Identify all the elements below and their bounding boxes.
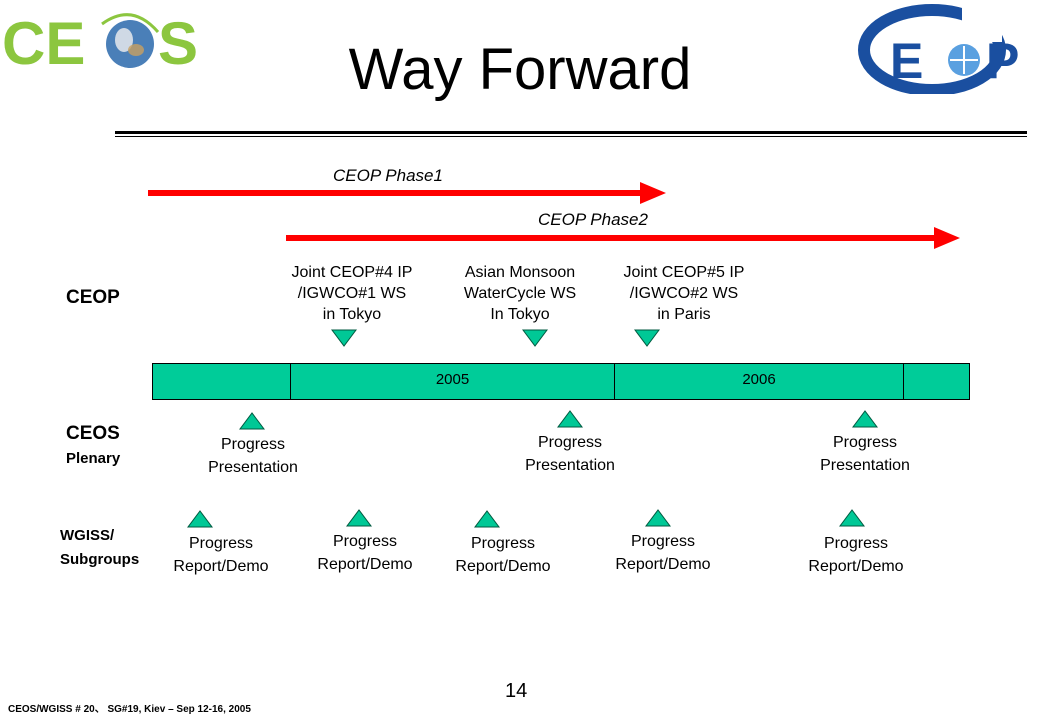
title-divider-thin bbox=[115, 136, 1027, 137]
event-line: in Tokyo bbox=[322, 306, 382, 323]
page-title: Way Forward bbox=[348, 37, 692, 102]
wgiss-item: Progress Report/Demo bbox=[583, 530, 743, 576]
wgiss-marker-up-icon bbox=[187, 510, 213, 528]
wgiss-item: Progress Report/Demo bbox=[285, 530, 445, 576]
plenary-marker-up-icon bbox=[239, 412, 265, 430]
plenary-item: Progress Presentation bbox=[785, 431, 945, 477]
event-marker-down-icon bbox=[522, 329, 548, 347]
event-line: /IGWCO#2 WS bbox=[629, 285, 739, 302]
ceos-logo: CE S bbox=[2, 2, 202, 82]
plenary-line: Presentation bbox=[208, 459, 298, 476]
wgiss-line: Progress bbox=[332, 533, 398, 550]
phase1-label: CEOP Phase1 bbox=[333, 166, 443, 185]
plenary-line: Presentation bbox=[820, 457, 910, 474]
wgiss-marker-up-icon bbox=[645, 509, 671, 527]
footer-text: CEOS/WGISS # 20、 SG#19, Kiev – Sep 12-16… bbox=[8, 704, 251, 715]
wgiss-line: Report/Demo bbox=[173, 558, 269, 575]
row-label-ceos: CEOS bbox=[66, 423, 120, 444]
phase1-arrow bbox=[148, 182, 666, 204]
svg-text:CE: CE bbox=[2, 10, 85, 77]
phase2-arrow bbox=[286, 227, 960, 249]
wgiss-marker-up-icon bbox=[346, 509, 372, 527]
phase2-label: CEOP Phase2 bbox=[538, 210, 648, 229]
plenary-marker-up-icon bbox=[557, 410, 583, 428]
wgiss-line: Report/Demo bbox=[808, 558, 904, 575]
row-label-ceop: CEOP bbox=[66, 287, 120, 308]
wgiss-line: Report/Demo bbox=[317, 556, 413, 573]
event-marker-down-icon bbox=[331, 329, 357, 347]
timeline-bar: 2005 2006 bbox=[152, 363, 970, 400]
event-line: /IGWCO#1 WS bbox=[297, 285, 407, 302]
event-marker-down-icon bbox=[634, 329, 660, 347]
plenary-line: Progress bbox=[537, 434, 603, 451]
row-label-ceos-sub: Plenary bbox=[66, 450, 121, 467]
title-divider bbox=[115, 131, 1027, 134]
plenary-line: Progress bbox=[220, 436, 286, 453]
timeline-segment-post bbox=[904, 364, 969, 399]
plenary-marker-up-icon bbox=[852, 410, 878, 428]
wgiss-marker-up-icon bbox=[474, 510, 500, 528]
ceop-event: Joint CEOP#4 IP /IGWCO#1 WS in Tokyo bbox=[262, 262, 442, 325]
event-line: Asian Monsoon bbox=[464, 264, 576, 281]
timeline-year-2005: 2005 bbox=[291, 364, 615, 399]
svg-text:E: E bbox=[890, 33, 923, 89]
ceop-event: Asian Monsoon WaterCycle WS In Tokyo bbox=[430, 262, 610, 325]
ceop-event: Joint CEOP#5 IP /IGWCO#2 WS in Paris bbox=[594, 262, 774, 325]
wgiss-item: Progress Report/Demo bbox=[423, 532, 583, 578]
wgiss-line: Progress bbox=[470, 535, 536, 552]
wgiss-line: Progress bbox=[188, 535, 254, 552]
timeline-year-2006: 2006 bbox=[615, 364, 904, 399]
wgiss-line: Progress bbox=[630, 533, 696, 550]
event-line: In Tokyo bbox=[490, 306, 550, 323]
plenary-item: Progress Presentation bbox=[173, 433, 333, 479]
event-line: WaterCycle WS bbox=[463, 285, 577, 302]
row-label-wgiss: WGISS/ bbox=[60, 527, 115, 544]
plenary-line: Progress bbox=[832, 434, 898, 451]
row-label-wgiss-sub: Subgroups bbox=[60, 551, 140, 568]
wgiss-item: Progress Report/Demo bbox=[141, 532, 301, 578]
svg-text:P: P bbox=[986, 33, 1019, 89]
wgiss-line: Report/Demo bbox=[455, 558, 551, 575]
wgiss-line: Progress bbox=[823, 535, 889, 552]
event-line: Joint CEOP#4 IP bbox=[291, 264, 413, 281]
plenary-item: Progress Presentation bbox=[490, 431, 650, 477]
event-line: Joint CEOP#5 IP bbox=[623, 264, 745, 281]
event-line: in Paris bbox=[657, 306, 711, 323]
ceop-logo: E P bbox=[858, 2, 1040, 96]
page-number: 14 bbox=[505, 680, 528, 702]
wgiss-line: Report/Demo bbox=[615, 556, 711, 573]
wgiss-marker-up-icon bbox=[839, 509, 865, 527]
plenary-line: Presentation bbox=[525, 457, 615, 474]
timeline-segment-pre bbox=[153, 364, 291, 399]
wgiss-item: Progress Report/Demo bbox=[776, 532, 936, 578]
svg-text:S: S bbox=[158, 10, 198, 77]
